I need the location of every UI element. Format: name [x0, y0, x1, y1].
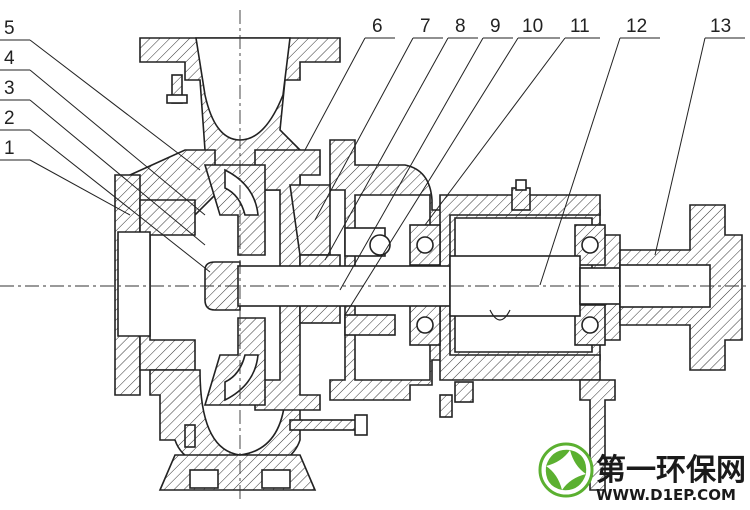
bolts — [166, 74, 453, 448]
shaft — [237, 255, 621, 321]
callout-1: 1 — [4, 138, 15, 159]
callout-8: 8 — [455, 16, 466, 37]
callout-13: 13 — [710, 16, 731, 37]
callout-leaders — [0, 37, 745, 316]
watermark-name: 第一环保网 — [596, 453, 746, 488]
callout-9: 9 — [490, 16, 501, 37]
callout-7: 7 — [420, 16, 431, 37]
coupling — [619, 204, 743, 371]
callout-6: 6 — [372, 16, 383, 37]
callout-2: 2 — [4, 108, 15, 129]
callout-12: 12 — [626, 16, 647, 37]
callout-11: 11 — [570, 16, 590, 37]
impeller — [203, 164, 266, 406]
watermark-url: WWW.D1EP.COM — [596, 486, 736, 504]
watermark: 第一环保网 WWW.D1EP.COM — [538, 442, 746, 504]
callout-3: 3 — [4, 78, 15, 99]
callout-5: 5 — [4, 18, 15, 39]
callout-4: 4 — [4, 48, 15, 69]
mechanical-seal — [289, 184, 396, 336]
leaf-logo-icon — [538, 442, 594, 498]
callout-10: 10 — [522, 16, 543, 37]
